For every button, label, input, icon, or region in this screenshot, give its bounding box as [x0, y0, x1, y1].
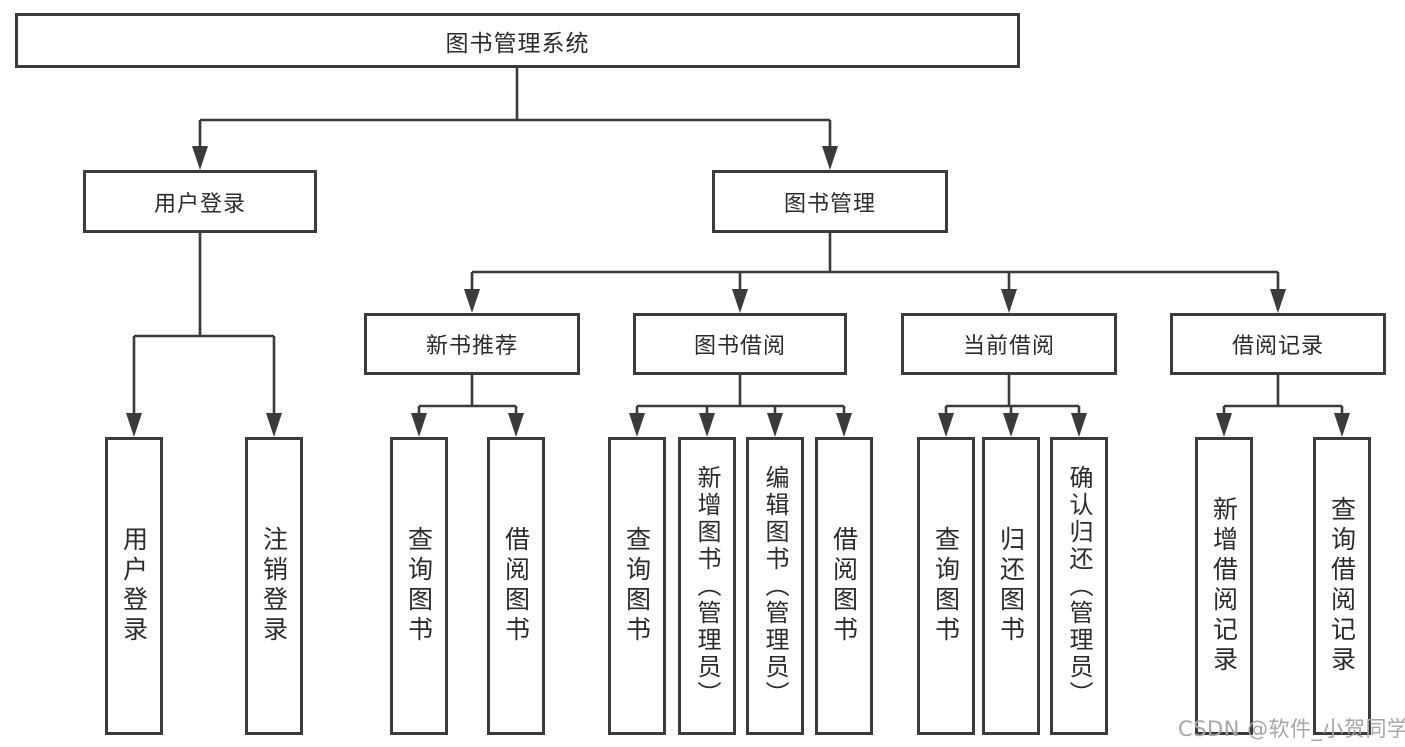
node-label: 注销登录 [259, 526, 289, 646]
node-leaf-query-books-1: 查询图书 [390, 437, 448, 735]
arrow-down-icon [411, 413, 427, 437]
node-label: 用户登录 [119, 526, 149, 646]
arrow-down-icon [1001, 289, 1017, 313]
arrow-down-icon [1071, 413, 1087, 437]
node-book-management: 图书管理 [712, 170, 948, 233]
node-label: 图书借阅 [693, 334, 786, 359]
node-label: 用户登录 [153, 191, 246, 217]
node-user-login: 用户登录 [83, 170, 317, 233]
arrow-down-icon [629, 413, 645, 437]
arrow-down-icon [822, 146, 838, 170]
node-new-book-recommend: 新书推荐 [364, 313, 580, 375]
node-label: 借阅图书 [501, 526, 531, 646]
arrow-down-icon [836, 413, 852, 437]
node-label: 编辑图书（管理员） [761, 464, 789, 708]
node-label: 查询借阅记录 [1327, 496, 1357, 676]
node-label: 图书管理 [783, 191, 876, 217]
node-label: 借阅记录 [1231, 334, 1324, 359]
csdn-watermark: CSDN @软件_小贺同学 [1178, 717, 1405, 741]
arrow-down-icon [192, 146, 208, 170]
node-leaf-query-books-3: 查询图书 [917, 437, 975, 735]
arrow-down-icon [767, 413, 783, 437]
arrow-down-icon [1270, 289, 1286, 313]
node-leaf-query-borrow-record: 查询借阅记录 [1313, 437, 1371, 735]
node-label: 新增借阅记录 [1209, 496, 1239, 676]
node-borrow-records: 借阅记录 [1170, 313, 1386, 375]
node-root-system: 图书管理系统 [15, 13, 1020, 68]
arrow-down-icon [938, 413, 954, 437]
arrow-down-icon [1216, 413, 1232, 437]
arrow-down-icon [464, 289, 480, 313]
node-label: 查询图书 [622, 526, 652, 646]
node-leaf-edit-book-admin: 编辑图书（管理员） [746, 437, 804, 735]
node-leaf-query-books-2: 查询图书 [608, 437, 666, 735]
node-leaf-add-borrow-record: 新增借阅记录 [1195, 437, 1253, 735]
node-label: 新增图书（管理员） [693, 464, 721, 708]
node-label: 借阅图书 [829, 526, 859, 646]
node-label: 查询图书 [931, 526, 961, 646]
arrow-down-icon [699, 413, 715, 437]
node-leaf-add-book-admin: 新增图书（管理员） [678, 437, 736, 735]
node-label: 确认归还（管理员） [1065, 464, 1093, 708]
node-leaf-borrow-books-1: 借阅图书 [487, 437, 545, 735]
node-leaf-user-login: 用户登录 [105, 437, 163, 735]
node-leaf-borrow-books-2: 借阅图书 [815, 437, 873, 735]
arrow-down-icon [1003, 413, 1019, 437]
node-current-borrowing: 当前借阅 [901, 313, 1117, 375]
arrow-down-icon [732, 289, 748, 313]
arrow-down-icon [1334, 413, 1350, 437]
arrow-down-icon [126, 413, 142, 437]
node-leaf-confirm-return-admin: 确认归还（管理员） [1050, 437, 1108, 735]
node-label: 图书管理系统 [445, 30, 590, 57]
arrow-down-icon [508, 413, 524, 437]
node-label: 归还图书 [996, 526, 1026, 646]
node-book-borrowing: 图书借阅 [633, 313, 847, 375]
arrow-down-icon [266, 413, 282, 437]
node-label: 当前借阅 [962, 334, 1055, 359]
node-leaf-logout: 注销登录 [245, 437, 303, 735]
node-leaf-return-book: 归还图书 [982, 437, 1040, 735]
node-label: 新书推荐 [425, 334, 518, 359]
node-label: 查询图书 [404, 526, 434, 646]
